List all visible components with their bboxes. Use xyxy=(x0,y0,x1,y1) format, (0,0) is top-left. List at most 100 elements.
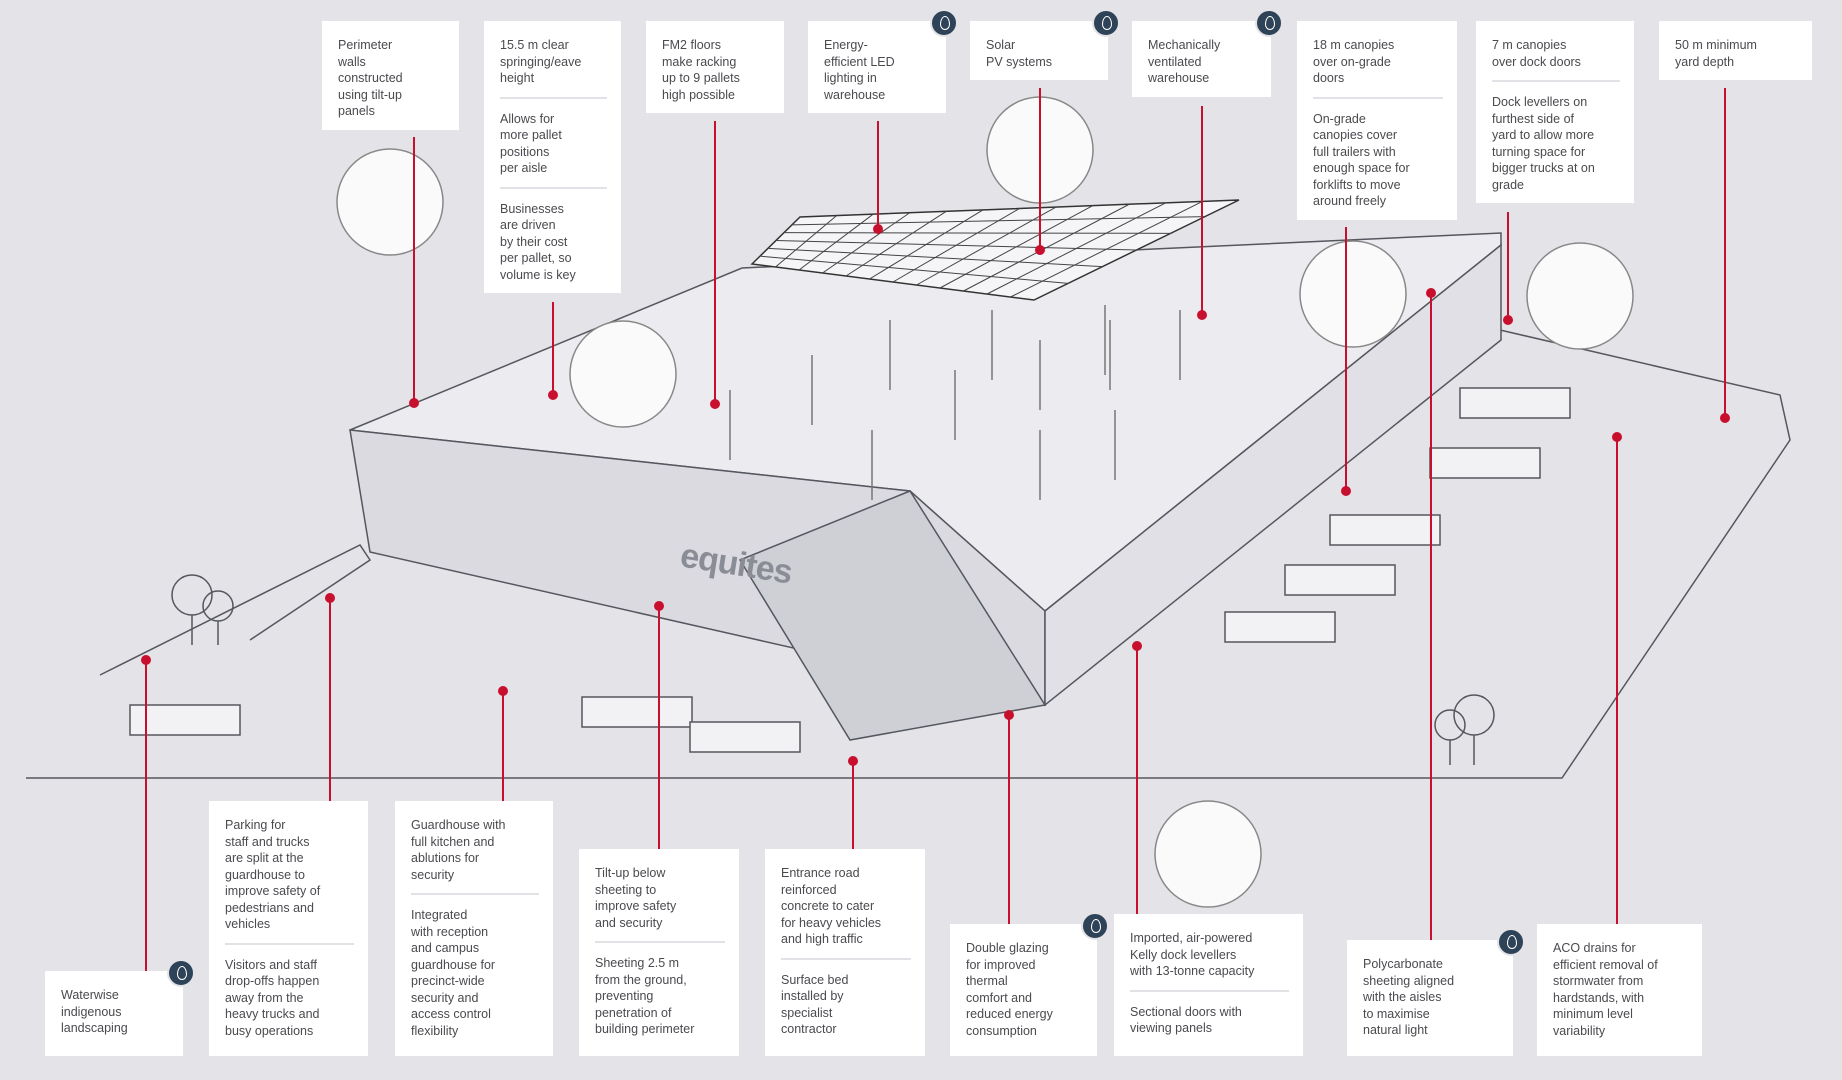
interior-columns xyxy=(729,305,1181,500)
grid-line xyxy=(791,216,1205,226)
top-callout-card: Mechanically ventilated warehouse xyxy=(1132,9,1283,97)
callout-text: Allows for more pallet positions per ais… xyxy=(500,111,562,176)
leader-dot xyxy=(1612,432,1622,442)
divider xyxy=(781,957,911,960)
divider xyxy=(1313,96,1443,99)
callout-text: Polycarbonate sheeting aligned with the … xyxy=(1363,957,1455,1037)
leader-dot xyxy=(1426,288,1436,298)
callout-text: Solar PV systems xyxy=(986,38,1052,69)
bottom-callout-card: Double glazing for improved thermal comf… xyxy=(950,912,1109,1056)
divider xyxy=(225,942,354,945)
callout-text: Integrated with reception and campus gua… xyxy=(411,908,496,1038)
callout-text: Sheeting 2.5 m from the ground, preventi… xyxy=(595,956,695,1036)
callout-text: Surface bed installed by specialist cont… xyxy=(781,972,849,1037)
callout-text: On-grade canopies cover full trailers wi… xyxy=(1313,111,1410,209)
divider xyxy=(411,893,539,895)
callout-text: Parking for staff and trucks are split a… xyxy=(225,818,321,931)
callout-text: Entrance road reinforced concrete to cat… xyxy=(781,866,882,946)
top-callout-card: Energy- efficient LED lighting in wareho… xyxy=(808,9,958,113)
truck xyxy=(1459,387,1571,419)
site-boundary xyxy=(26,329,1791,779)
grid-line xyxy=(759,255,1069,284)
truck xyxy=(1284,564,1396,596)
entrance-canopy xyxy=(738,490,1047,741)
leader-lines xyxy=(141,88,1730,971)
bottom-callout-card: Parking for staff and trucks are split a… xyxy=(209,801,368,1056)
callout-text: Sectional doors with viewing panels xyxy=(1130,1004,1242,1036)
callout-text: Mechanically ventilated warehouse xyxy=(1148,38,1221,85)
truck xyxy=(129,704,241,736)
trucks xyxy=(129,387,1571,753)
bottom-callout-card: Entrance road reinforced concrete to cat… xyxy=(765,849,925,1056)
leader-dot xyxy=(1004,710,1014,720)
leader-dot xyxy=(1503,315,1513,325)
truck xyxy=(1429,447,1541,479)
callout-text: Double glazing for improved thermal comf… xyxy=(966,941,1053,1038)
top-callout-card: FM2 floors make racking up to 9 pallets … xyxy=(646,21,784,113)
callout-text: 50 m minimum yard depth xyxy=(1675,38,1757,69)
callout-text: FM2 floors make racking up to 9 pallets … xyxy=(662,38,740,102)
detail-circle-leveller xyxy=(1154,800,1262,908)
divider xyxy=(1130,989,1289,992)
detail-circles xyxy=(336,96,1634,908)
detail-circle-canopy xyxy=(1299,240,1407,348)
leaf-icon xyxy=(167,959,195,987)
trees xyxy=(171,574,1495,765)
leader-dot xyxy=(548,390,558,400)
bottom-callout-card: Tilt-up below sheeting to improve safety… xyxy=(579,849,739,1056)
leader-dot xyxy=(710,399,720,409)
truck xyxy=(689,721,801,753)
callout-text: Dock levellers on furthest side of yard … xyxy=(1492,95,1595,192)
grid-line xyxy=(783,232,1171,234)
leader-dot xyxy=(1341,486,1351,496)
leader-dot xyxy=(654,601,664,611)
callout-text: Visitors and staff drop-offs happen away… xyxy=(225,957,320,1038)
leaf-icon xyxy=(1081,912,1109,940)
callout-text: 18 m canopies over on-grade doors xyxy=(1313,38,1395,85)
callout-text: 7 m canopies over dock doors xyxy=(1492,38,1581,69)
truck xyxy=(581,696,693,728)
truck xyxy=(1329,514,1441,546)
callout-text: Energy- efficient LED lighting in wareho… xyxy=(824,38,895,102)
leader-dot xyxy=(1720,413,1730,423)
divider xyxy=(500,96,607,99)
callout-text: Guardhouse with full kitchen and ablutio… xyxy=(411,818,506,882)
leader-dot xyxy=(1132,641,1142,651)
parking-area xyxy=(99,544,372,676)
grid-line xyxy=(767,247,1103,268)
bottom-callout-card: ACO drains for efficient removal of stor… xyxy=(1537,924,1702,1056)
bottom-callout-card: Guardhouse with full kitchen and ablutio… xyxy=(395,801,553,1056)
bottom-callout-card: Waterwise indigenous landscaping xyxy=(45,959,195,1056)
top-callout-card: Perimeter walls constructed using tilt-u… xyxy=(322,21,459,130)
leader-dot xyxy=(409,398,419,408)
leaf-icon xyxy=(1497,928,1525,956)
callout-text: Waterwise indigenous landscaping xyxy=(61,988,128,1035)
callout-text: Tilt-up below sheeting to improve safety… xyxy=(595,866,677,930)
callout-text: 15.5 m clear springing/eave height xyxy=(500,38,582,85)
callout-text: Imported, air-powered Kelly dock levelle… xyxy=(1130,931,1255,978)
divider xyxy=(595,941,725,943)
truck xyxy=(1224,611,1336,643)
solar-grid-lines xyxy=(759,200,1205,298)
bottom-callout-card: Polycarbonate sheeting aligned with the … xyxy=(1347,928,1525,1056)
detail-circle-dock xyxy=(1526,242,1634,350)
leader-dot xyxy=(873,224,883,234)
detail-circle-racking xyxy=(569,320,677,428)
building-side-wall xyxy=(1044,243,1502,707)
leaf-icon xyxy=(1092,9,1120,37)
leader-dot xyxy=(848,756,858,766)
grid-line xyxy=(775,240,1137,251)
top-callout-card: Solar PV systems xyxy=(970,9,1120,80)
callout-text: Businesses are driven by their cost per … xyxy=(500,201,576,282)
detail-circle-tiltup xyxy=(336,148,444,256)
callout-text: ACO drains for efficient removal of stor… xyxy=(1553,941,1658,1038)
leader-dot xyxy=(498,686,508,696)
top-callout-card: 50 m minimum yard depth xyxy=(1659,21,1812,80)
divider xyxy=(1492,80,1620,82)
bottom-callout-card: Imported, air-powered Kelly dock levelle… xyxy=(1114,914,1303,1056)
leaf-icon xyxy=(930,9,958,37)
